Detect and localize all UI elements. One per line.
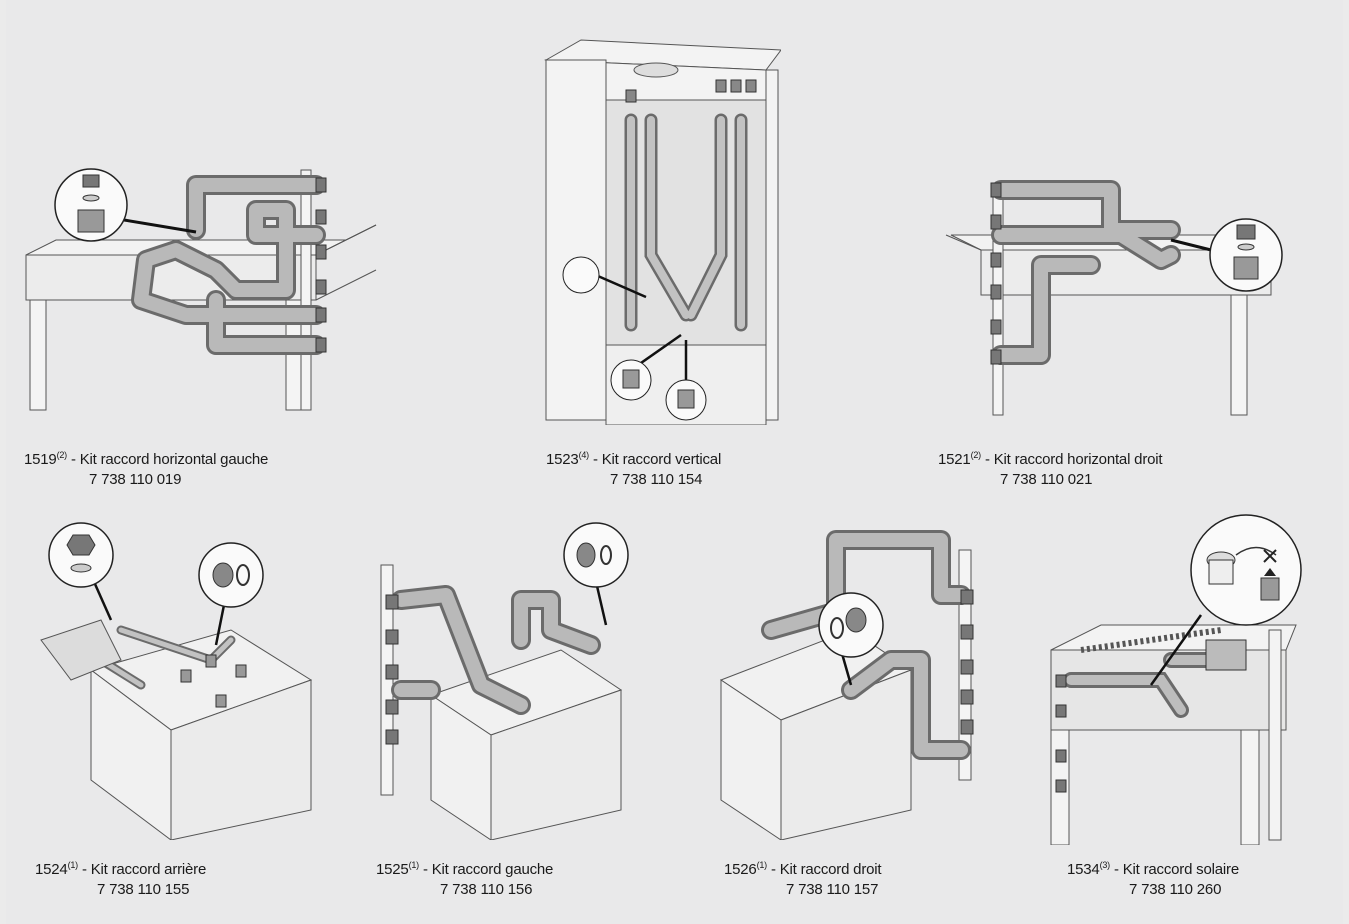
kit-number: 1523 bbox=[546, 451, 579, 468]
kit-label: - Kit raccord vertical bbox=[592, 451, 722, 468]
kit-1525-caption: 1525(1) - Kit raccord gauche 7 738 110 1… bbox=[376, 860, 553, 900]
footnote-marker: (4) bbox=[578, 450, 590, 460]
kit-reference: 7 738 110 260 bbox=[1129, 881, 1222, 898]
footnote-marker: (1) bbox=[756, 860, 768, 870]
kit-1534-caption: 1534(3) - Kit raccord solaire 7 738 110 … bbox=[1067, 860, 1239, 900]
kit-reference: 7 738 110 155 bbox=[97, 881, 190, 898]
kit-1526-illustration bbox=[719, 530, 974, 840]
footnote-marker: (1) bbox=[67, 860, 79, 870]
kit-label: - Kit raccord arrière bbox=[81, 861, 207, 878]
kit-label: - Kit raccord gauche bbox=[422, 861, 554, 878]
kit-reference: 7 738 110 021 bbox=[1000, 471, 1093, 488]
catalog-page: 1519(2) - Kit raccord horizontal gauche … bbox=[6, 0, 1343, 924]
footnote-marker: (2) bbox=[56, 450, 68, 460]
kit-number: 1525 bbox=[376, 861, 409, 878]
kit-reference: 7 738 110 019 bbox=[89, 471, 182, 488]
footnote-marker: (1) bbox=[408, 860, 420, 870]
kit-1524-caption: 1524(1) - Kit raccord arrière 7 738 110 … bbox=[35, 860, 206, 900]
kit-1519-caption: 1519(2) - Kit raccord horizontal gauche … bbox=[24, 450, 268, 490]
kit-1521-caption: 1521(2) - Kit raccord horizontal droit 7… bbox=[938, 450, 1163, 490]
kit-1523-caption: 1523(4) - Kit raccord vertical 7 738 110… bbox=[546, 450, 721, 490]
kit-1525-illustration bbox=[380, 522, 629, 840]
footnote-marker: (2) bbox=[970, 450, 982, 460]
kit-1521-illustration bbox=[945, 180, 1283, 416]
kit-number: 1526 bbox=[724, 861, 757, 878]
kit-1524-illustration bbox=[40, 522, 313, 840]
kit-reference: 7 738 110 154 bbox=[610, 471, 703, 488]
kit-1523-illustration bbox=[544, 39, 781, 425]
kit-number: 1519 bbox=[24, 451, 57, 468]
kit-1534-illustration bbox=[1050, 514, 1302, 845]
kit-number: 1524 bbox=[35, 861, 68, 878]
kit-number: 1534 bbox=[1067, 861, 1100, 878]
kit-number: 1521 bbox=[938, 451, 971, 468]
kit-reference: 7 738 110 157 bbox=[786, 881, 879, 898]
kit-1519-illustration bbox=[25, 168, 377, 411]
kit-label: - Kit raccord horizontal gauche bbox=[70, 451, 269, 468]
footnote-marker: (3) bbox=[1099, 860, 1111, 870]
kit-label: - Kit raccord horizontal droit bbox=[984, 451, 1163, 468]
kit-reference: 7 738 110 156 bbox=[440, 881, 533, 898]
kit-label: - Kit raccord droit bbox=[770, 861, 882, 878]
kit-1526-caption: 1526(1) - Kit raccord droit 7 738 110 15… bbox=[724, 860, 882, 900]
kit-label: - Kit raccord solaire bbox=[1113, 861, 1239, 878]
